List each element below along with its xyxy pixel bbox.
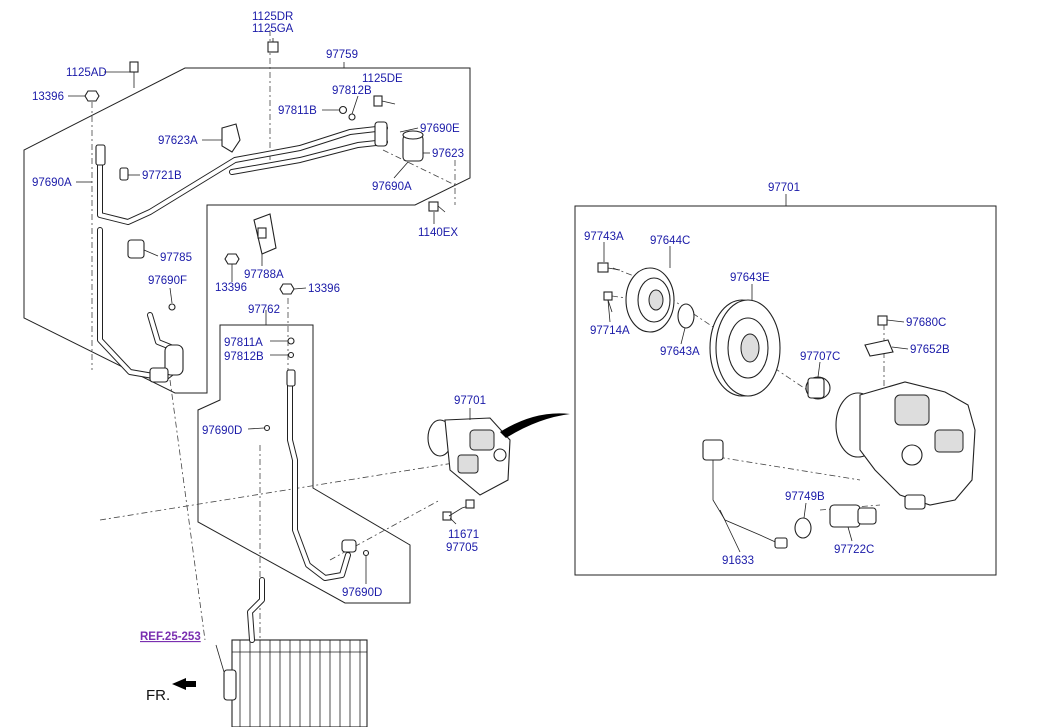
label-97701-small: 97701 (454, 395, 486, 407)
bolt-1125dr (267, 38, 279, 53)
label-97690e: 97690E (420, 123, 460, 135)
bracket-97623a (221, 123, 241, 153)
nut-13396-b (224, 253, 240, 265)
label-91633: 91633 (722, 555, 754, 567)
ref-line (382, 149, 456, 186)
label-97811b: 97811B (278, 105, 317, 117)
label-97690f: 97690F (148, 275, 187, 287)
label-97759: 97759 (326, 49, 358, 61)
label-97690d-a: 97690D (202, 425, 242, 437)
label-97812b-a: 97812B (332, 85, 372, 97)
compressor-detail-frame (574, 205, 997, 576)
compressor-97701-small (427, 417, 511, 496)
bolt-1125ad (129, 61, 139, 88)
clutch-hub-97644c (625, 267, 675, 333)
valve-97722c (829, 504, 877, 528)
oring-97812b-b (287, 351, 295, 359)
label-97680c: 97680C (906, 317, 946, 329)
label-97749b: 97749B (785, 491, 825, 503)
front-direction-label: FR. (146, 687, 170, 704)
oring-97811b (338, 105, 348, 115)
discharge-hose-97762-upper (97, 227, 184, 383)
oring-97811a (287, 337, 295, 345)
label-97762: 97762 (248, 304, 280, 316)
ref-line (99, 461, 461, 521)
lower-hose-group-frame (197, 324, 411, 604)
label-11671: 11671 (448, 529, 479, 541)
label-97701-detail: 97701 (768, 182, 800, 194)
label-97743a: 97743A (584, 231, 624, 243)
label-97690d-b: 97690D (342, 587, 382, 599)
condenser-ref (223, 577, 368, 727)
label-97788a: 97788A (244, 269, 284, 281)
bracket-97652b (864, 339, 894, 357)
label-1125ad: 1125AD (66, 67, 107, 79)
label-13396-b: 13396 (215, 282, 247, 294)
ref-link-25-253[interactable]: REF.25-253 (140, 631, 201, 643)
front-arrow-icon (172, 678, 196, 690)
harness-91633 (702, 439, 788, 549)
bolt-11671 (442, 499, 475, 521)
label-97690a-right: 97690A (372, 181, 412, 193)
oring-97812b-a (348, 113, 356, 121)
ref-line (169, 379, 206, 641)
snap-ring-97643a (677, 303, 695, 329)
nut-13396-a (84, 90, 100, 102)
label-1140ex: 1140EX (418, 227, 458, 239)
label-97785: 97785 (160, 252, 192, 264)
label-97722c: 97722C (834, 544, 874, 556)
label-1125de: 1125DE (362, 73, 403, 85)
discharge-hose-97762-lower (286, 369, 357, 581)
label-97652b: 97652B (910, 344, 950, 356)
pulley-97643e (709, 299, 781, 397)
ref-line (704, 454, 861, 481)
clip-97721b (119, 167, 129, 181)
suction-hose-97759 (95, 121, 388, 225)
label-97643a: 97643A (660, 346, 700, 358)
oring-97749b (794, 517, 812, 539)
upper-hose-group-frame (23, 67, 471, 394)
label-1125ga: 1125GA (252, 23, 294, 35)
bolt-97743a (597, 262, 621, 273)
label-97714a: 97714A (590, 325, 630, 337)
bolt-1125de (373, 95, 396, 107)
oring-97690d-b (362, 549, 370, 557)
detail-pointer-arrow (500, 413, 570, 438)
label-97623: 97623 (432, 148, 464, 160)
label-97643e: 97643E (730, 272, 770, 284)
bracket-97788a (253, 213, 277, 255)
label-13396-a: 13396 (32, 91, 64, 103)
nut-13396-c (279, 283, 295, 295)
label-97705: 97705 (446, 542, 478, 554)
bolt-97680c (877, 315, 888, 326)
label-1125dr: 1125DR (252, 11, 293, 23)
oring-97690d-a (263, 424, 271, 432)
label-13396-c: 13396 (308, 283, 340, 295)
bolt-1140ex (428, 201, 446, 213)
label-97812b-b: 97812B (224, 351, 264, 363)
label-97707c: 97707C (800, 351, 840, 363)
label-97811a: 97811A (224, 337, 263, 349)
label-97644c: 97644C (650, 235, 690, 247)
label-97690a-left: 97690A (32, 177, 72, 189)
label-97721b: 97721B (142, 170, 182, 182)
oring-97690f (168, 303, 176, 311)
bracket-97785 (127, 239, 145, 259)
compressor-body-97701 (835, 381, 976, 510)
coil-97707c (805, 376, 831, 400)
sensor-97623 (402, 130, 424, 162)
label-97623a: 97623A (158, 135, 198, 147)
